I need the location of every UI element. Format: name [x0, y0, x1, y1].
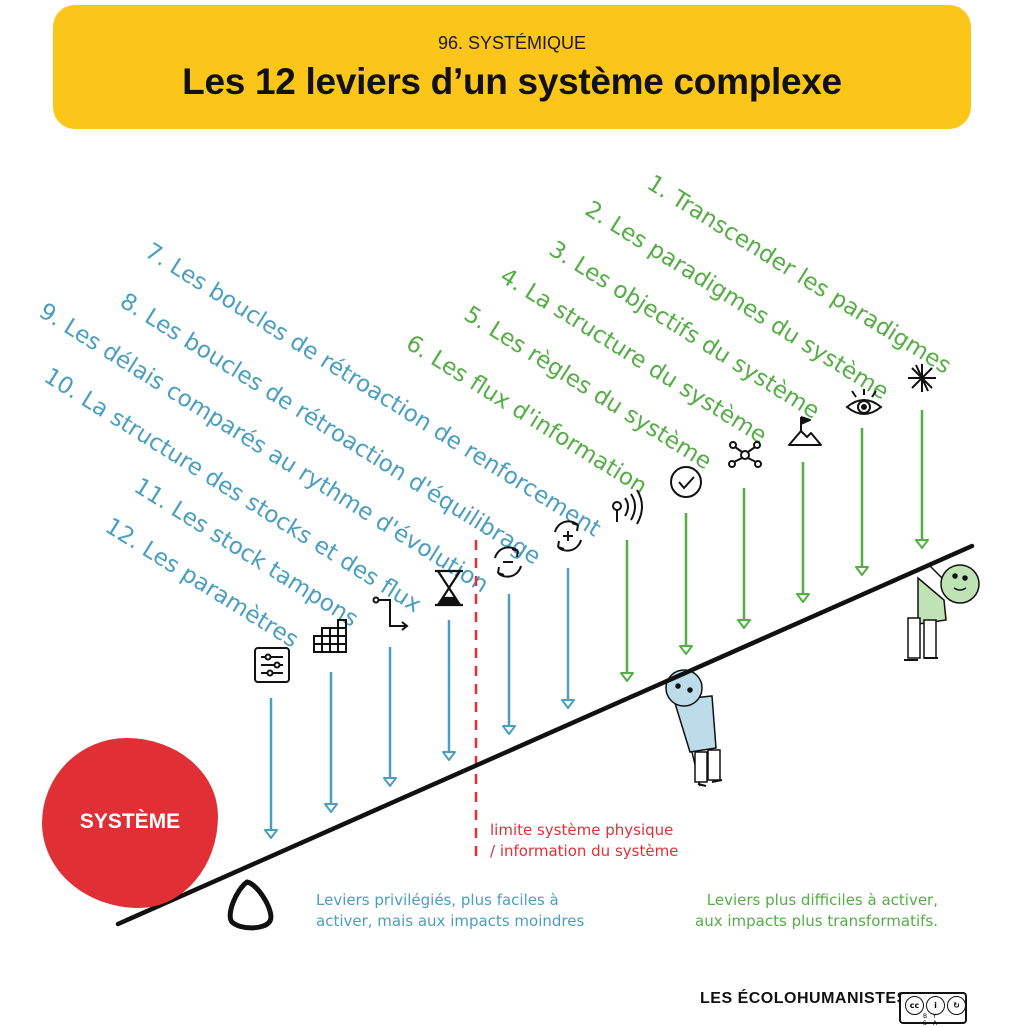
plus-loop-icon	[554, 520, 582, 552]
cc-license-badge: cc i ↻ BY SA	[899, 992, 967, 1027]
brand-logo: LES ÉCOLOHUMANISTES	[700, 990, 908, 1007]
left-note-line2: activer, mais aux impacts moindres	[316, 912, 585, 930]
blue-figure	[665, 669, 723, 787]
by-icon: i	[926, 996, 945, 1015]
blue-arrows	[264, 568, 575, 839]
cc-icon: cc	[905, 996, 924, 1015]
lever-bar	[115, 543, 975, 927]
left-note: Leviers privilégiés, plus faciles à acti…	[316, 890, 584, 932]
minus-loop-icon	[494, 546, 522, 578]
hourglass-icon	[435, 569, 463, 607]
stacked-blocks-icon	[313, 619, 347, 653]
right-note-line1: Leviers plus difficiles à activer,	[706, 891, 938, 909]
license-label: BY SA	[923, 1013, 944, 1027]
sa-icon: ↻	[947, 996, 966, 1015]
limit-note-line2: / information du système	[490, 842, 679, 860]
system-label: SYSTÈME	[79, 810, 181, 833]
green-figure	[904, 564, 980, 661]
eye-icon	[845, 389, 883, 415]
right-note: Leviers plus difficiles à activer, aux i…	[630, 890, 938, 932]
header-banner: 96. SYSTÉMIQUE Les 12 leviers d’un systè…	[53, 5, 971, 129]
signal-icon	[612, 489, 643, 525]
right-note-line2: aux impacts plus transformatifs.	[695, 912, 938, 930]
burst-icon	[908, 364, 936, 392]
mountain-flag-icon	[788, 416, 822, 446]
left-note-line1: Leviers privilégiés, plus faciles à	[316, 891, 559, 909]
green-arrows	[620, 410, 929, 682]
limit-note-line1: limite système physique	[490, 821, 674, 839]
page-title: Les 12 leviers d’un système complexe	[182, 61, 842, 102]
step-arrow-icon	[372, 596, 409, 631]
system-blob: SYSTÈME	[42, 738, 218, 908]
network-icon	[728, 441, 762, 468]
limit-note: limite système physique / information du…	[490, 820, 678, 862]
fulcrum	[227, 879, 274, 931]
check-circle-icon	[670, 466, 702, 498]
header-subtitle: 96. SYSTÉMIQUE	[437, 33, 587, 53]
sliders-icon	[254, 647, 290, 683]
